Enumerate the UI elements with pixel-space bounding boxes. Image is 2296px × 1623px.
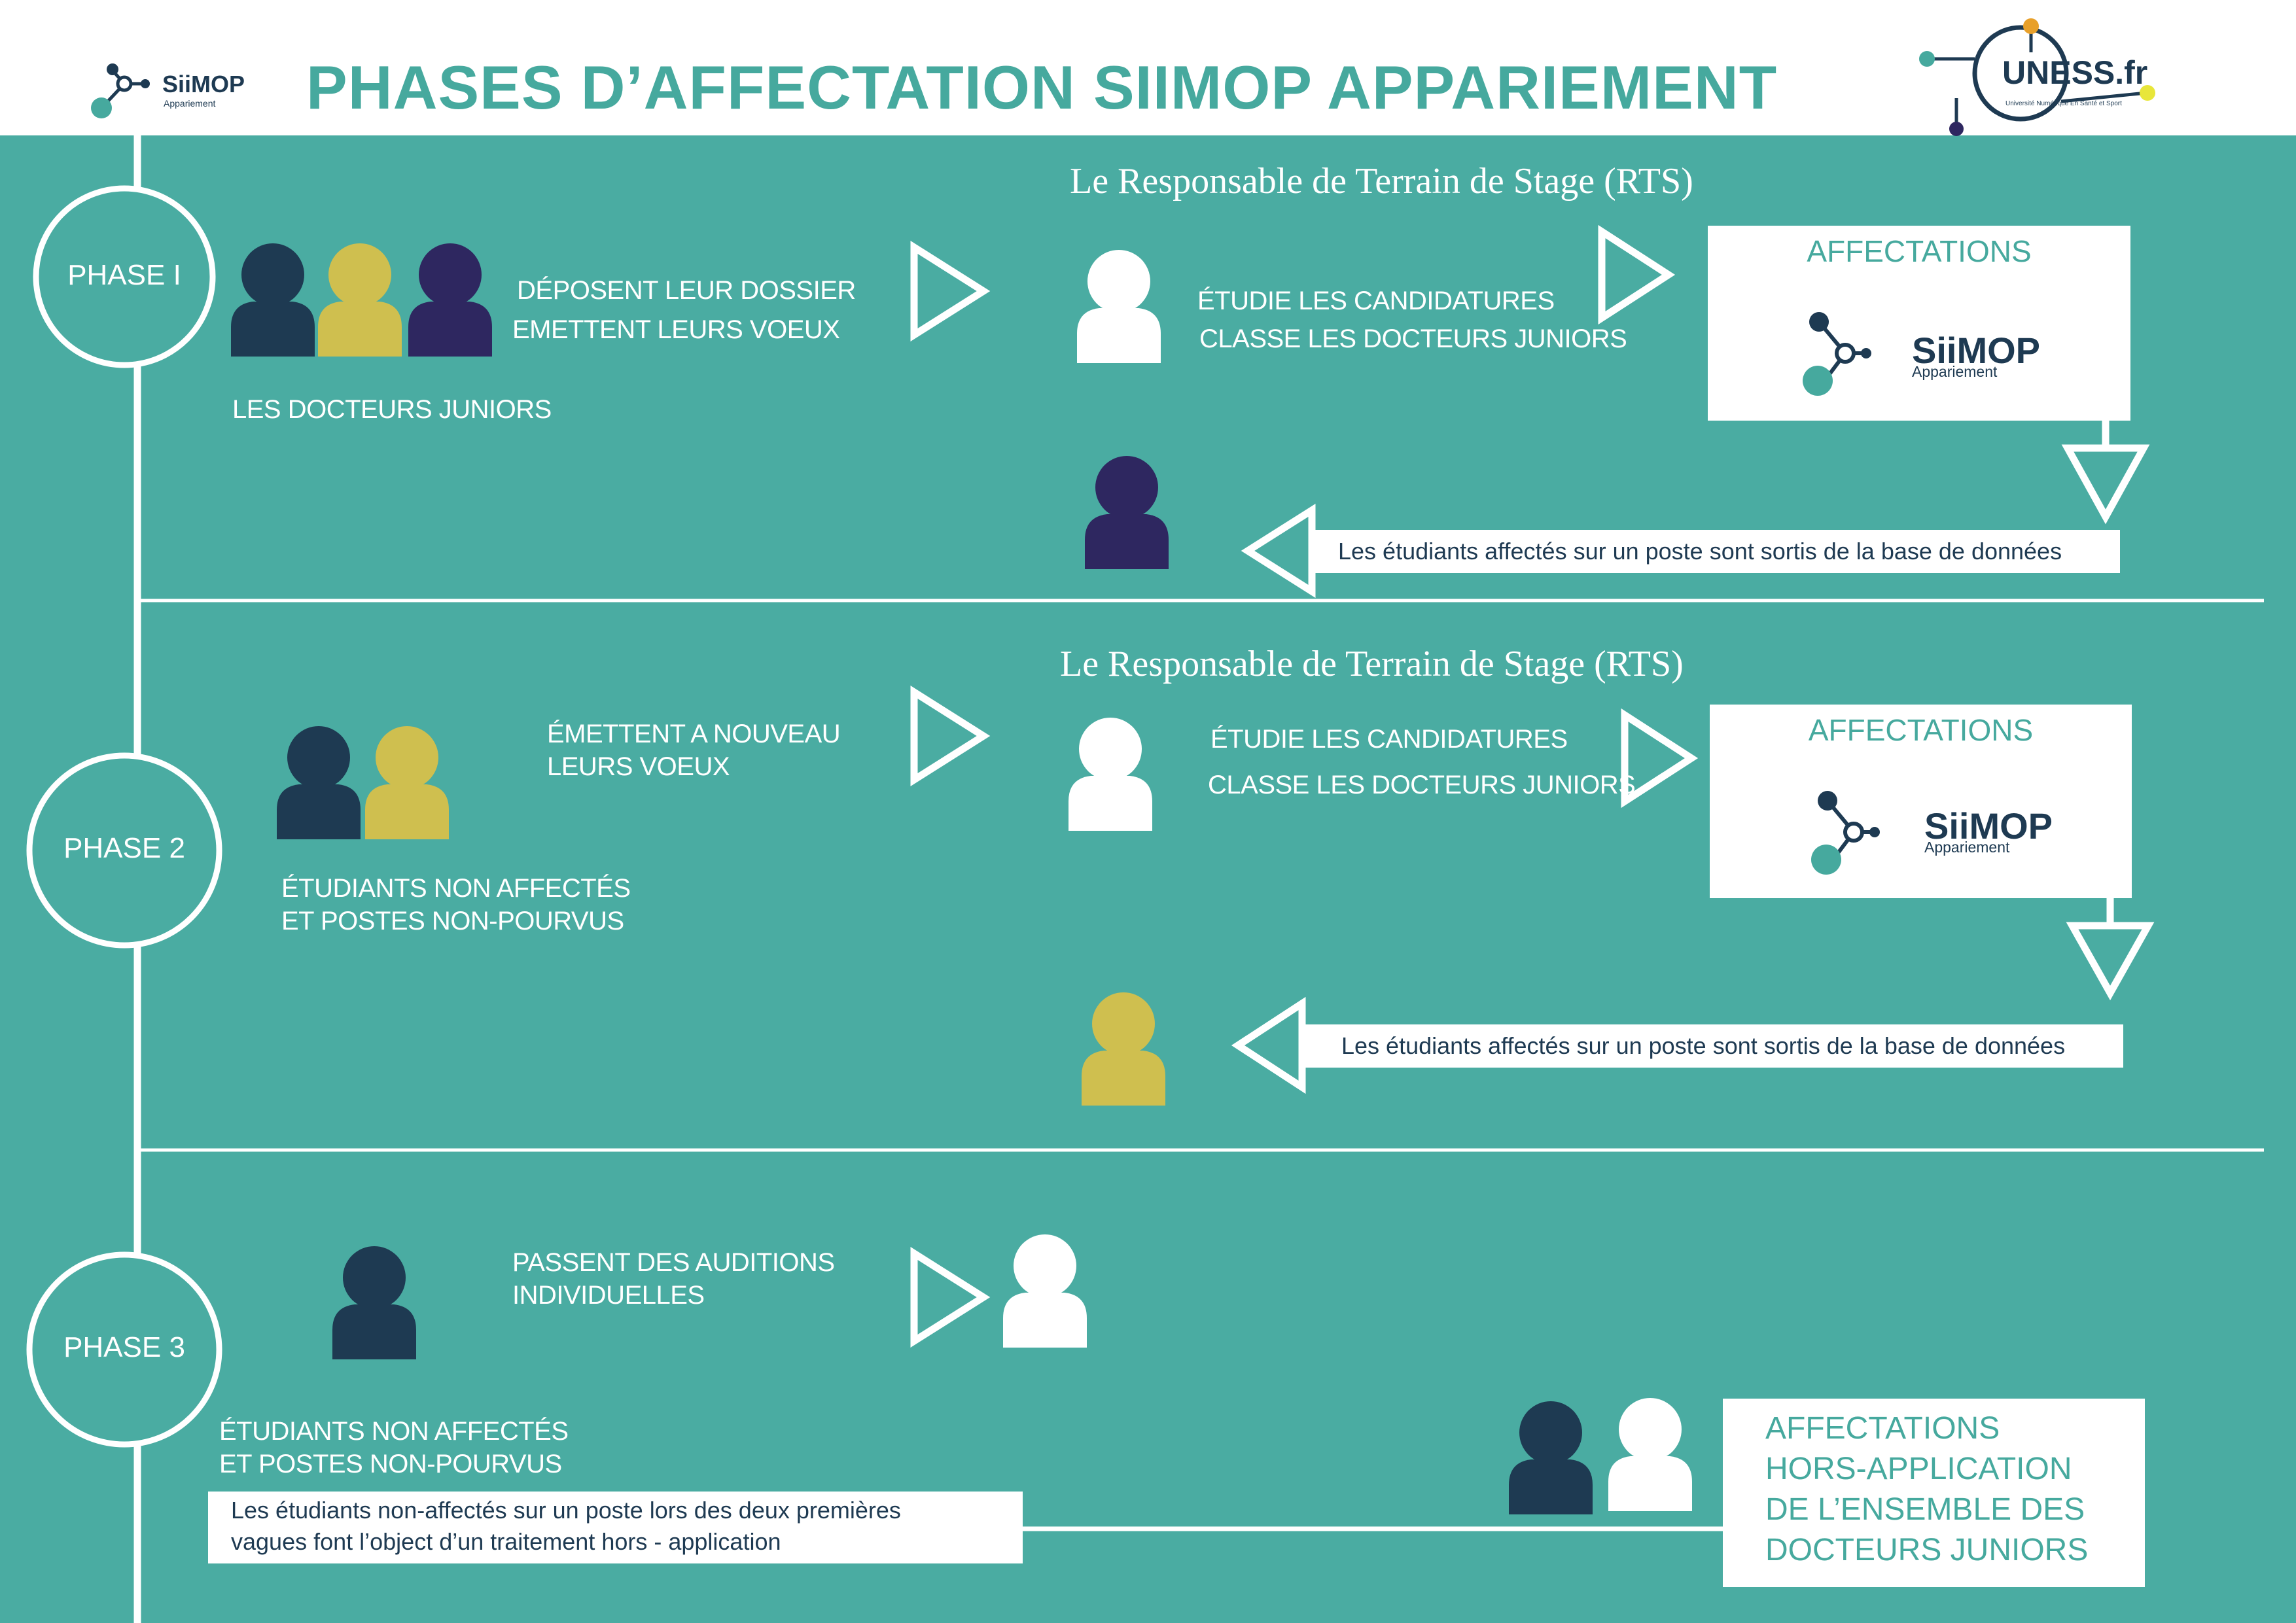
phase-1-actor-label: LES DOCTEURS JUNIORS bbox=[232, 395, 552, 424]
phase-2-rts-action-2: CLASSE LES DOCTEURS JUNIORS bbox=[1208, 771, 1636, 799]
phase-1-rts-action-2: CLASSE LES DOCTEURS JUNIORS bbox=[1199, 324, 1627, 353]
arrow-right-outline-icon bbox=[910, 686, 991, 786]
affectations-title: AFFECTATIONS bbox=[1808, 713, 2034, 747]
phase-3-note-line-2: vagues font l’object d’un traitement hor… bbox=[231, 1528, 781, 1555]
phase-3-action-2: INDIVIDUELLES bbox=[512, 1281, 705, 1310]
siimop-molecule-icon bbox=[1803, 312, 1871, 396]
box-logo-sub: Appariement bbox=[1912, 363, 1998, 380]
phase-1-result-box: Les étudiants affectés sur un poste sont… bbox=[1312, 530, 2120, 573]
phase-2-affectations-box: AFFECTATIONS SiiMOP Appariement bbox=[1710, 705, 2132, 898]
final-line-3: DE L’ENSEMBLE DES bbox=[1765, 1492, 2085, 1527]
page-title: PHASES D’AFFECTATION SIIMOP APPARIEMENT bbox=[306, 53, 1778, 122]
phase-3-circle bbox=[26, 1251, 222, 1448]
phase-1-action-1: DÉPOSENT LEUR DOSSIER bbox=[517, 276, 856, 305]
final-line-2: HORS-APPLICATION bbox=[1765, 1452, 2072, 1486]
phase-1-affectations-box: AFFECTATIONS SiiMOP Appariement bbox=[1708, 226, 2130, 421]
phase-2-action-1: ÉMETTENT A NOUVEAU bbox=[547, 720, 841, 748]
phase-3-note-line-1: Les étudiants non-affectés sur un poste … bbox=[231, 1497, 901, 1524]
phase-3-actor-label-2: ET POSTES NON-POURVUS bbox=[219, 1450, 562, 1478]
phase-3-final-box: AFFECTATIONS HORS-APPLICATION DE L’ENSEM… bbox=[1723, 1399, 2145, 1587]
affectations-title: AFFECTATIONS bbox=[1807, 234, 2032, 268]
box-logo-word: SiiMOP bbox=[1912, 330, 2041, 371]
phase-3-action-1: PASSENT DES AUDITIONS bbox=[512, 1248, 835, 1277]
uness-network-icon bbox=[1919, 18, 2155, 136]
phase-1-rts-title: Le Responsable de Terrain de Stage (RTS) bbox=[1070, 161, 1693, 201]
uness-tagline: Université Numérique En Santé et Sport bbox=[2005, 100, 2122, 107]
phase-1-result-note: Les étudiants affectés sur un poste sont… bbox=[1338, 538, 2062, 565]
arrow-right-outline-icon bbox=[910, 241, 991, 341]
final-line-4: DOCTEURS JUNIORS bbox=[1765, 1533, 2089, 1567]
phase-2-label: PHASE 2 bbox=[63, 832, 185, 864]
phase-2-result-box: Les étudiants affectés sur un poste sont… bbox=[1302, 1024, 2123, 1068]
phase-3-label: PHASE 3 bbox=[63, 1331, 185, 1363]
phase-2-result-note: Les étudiants affectés sur un poste sont… bbox=[1341, 1032, 2066, 1059]
box-logo-sub: Appariement bbox=[1924, 839, 2010, 856]
phase-3-actor-label-1: ÉTUDIANTS NON AFFECTÉS bbox=[219, 1417, 569, 1446]
phase-2-rts-title: Le Responsable de Terrain de Stage (RTS) bbox=[1060, 644, 1684, 684]
phase-1-action-2: EMETTENT LEURS VOEUX bbox=[512, 315, 840, 344]
phase-2-action-2: LEURS VOEUX bbox=[547, 752, 730, 781]
left-logo-sub: Appariement bbox=[164, 98, 216, 109]
final-line-1: AFFECTATIONS bbox=[1765, 1411, 2000, 1446]
arrow-right-outline-icon bbox=[1621, 708, 1699, 809]
phase-1-circle bbox=[33, 185, 216, 368]
phase-2-actor-label-1: ÉTUDIANTS NON AFFECTÉS bbox=[281, 874, 631, 903]
phase-3-note-box: Les étudiants non-affectés sur un poste … bbox=[208, 1492, 1023, 1563]
siimop-molecule-icon bbox=[91, 63, 150, 118]
arrow-down-outline-icon bbox=[2061, 444, 2150, 525]
phase-2-circle bbox=[26, 752, 222, 949]
arrow-right-outline-icon bbox=[1598, 224, 1676, 325]
phase-1-label: PHASE I bbox=[67, 259, 181, 291]
uness-logo-word: UNESS.fr bbox=[2002, 54, 2148, 91]
box-logo-word: SiiMOP bbox=[1924, 805, 2053, 846]
arrow-down-outline-icon bbox=[2066, 922, 2155, 1001]
phase-2-rts-action-1: ÉTUDIE LES CANDIDATURES bbox=[1210, 725, 1568, 754]
arrow-right-outline-icon bbox=[910, 1247, 991, 1348]
siimop-molecule-icon bbox=[1811, 791, 1880, 875]
left-logo-word: SiiMOP bbox=[162, 71, 245, 97]
phase-2-actor-label-2: ET POSTES NON-POURVUS bbox=[281, 907, 624, 935]
phase-1-rts-action-1: ÉTUDIE LES CANDIDATURES bbox=[1197, 287, 1555, 315]
